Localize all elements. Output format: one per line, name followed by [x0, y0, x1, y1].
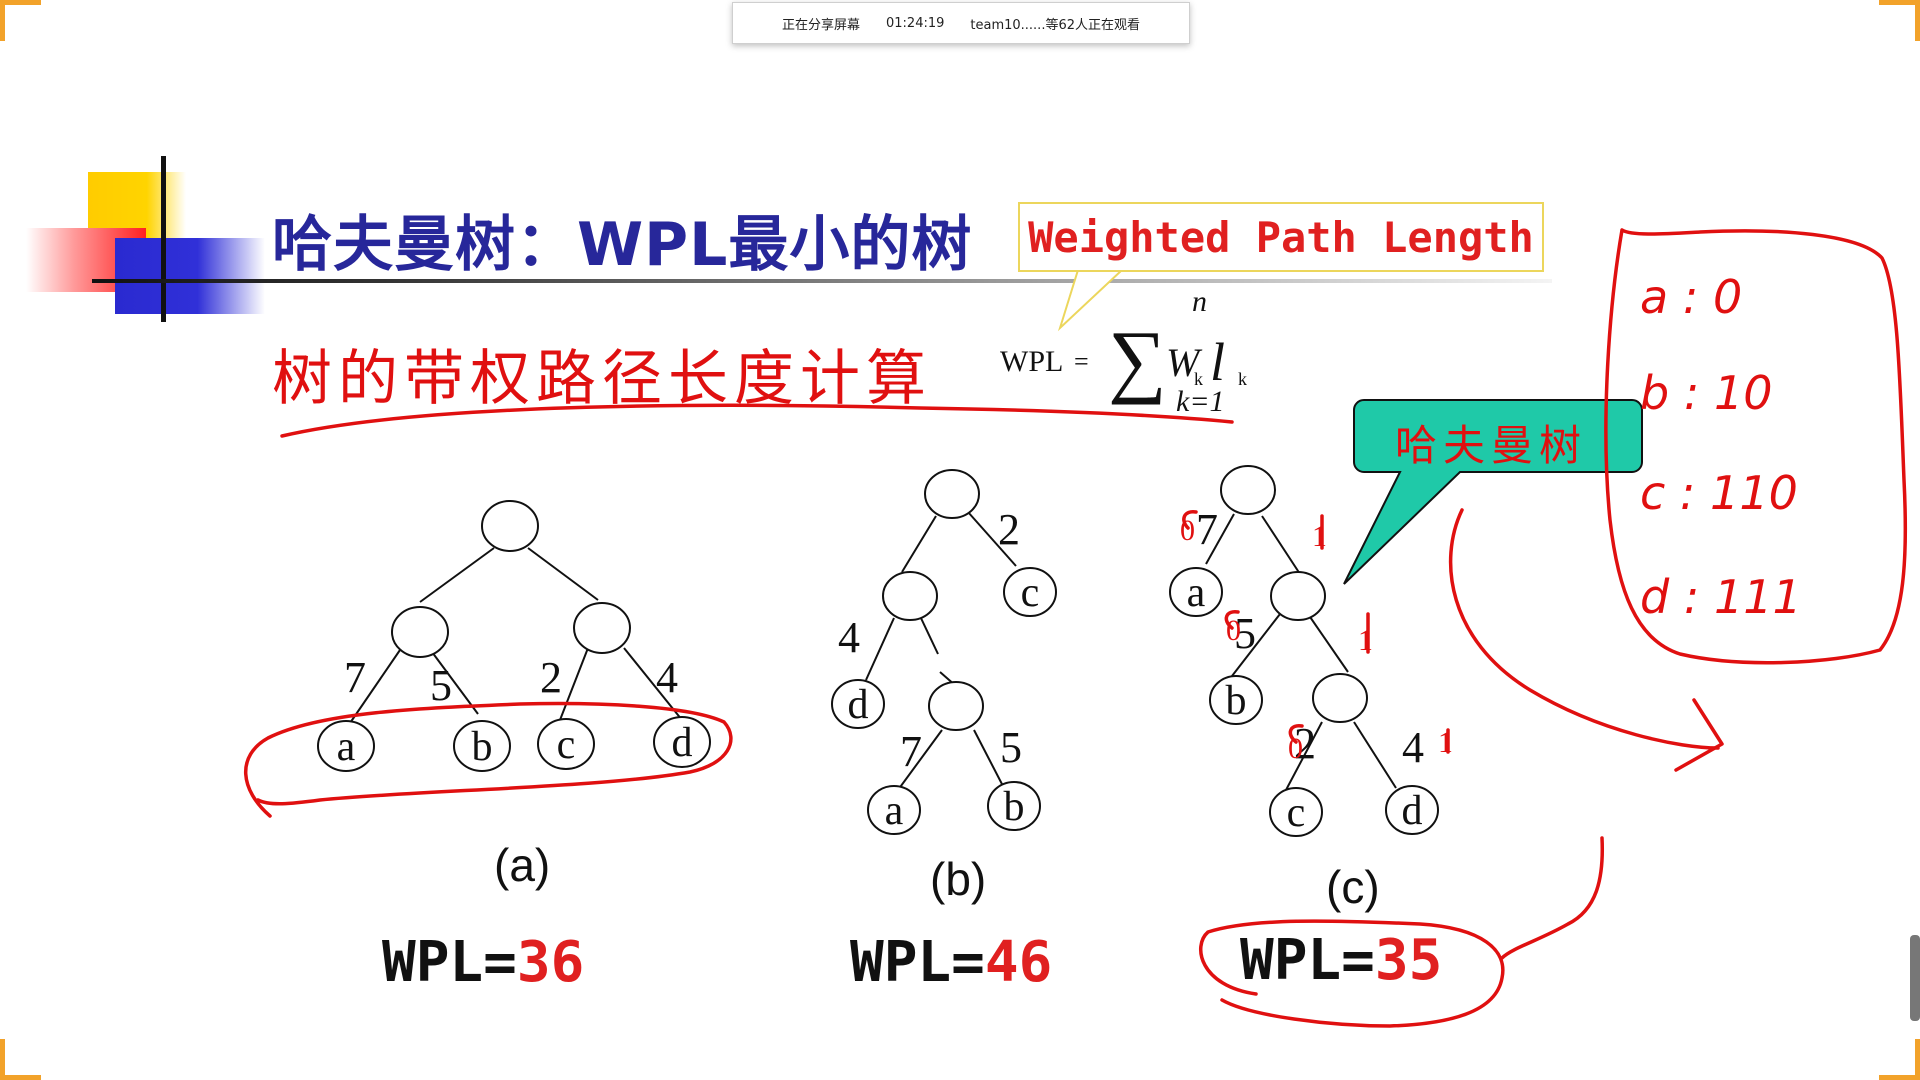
- tree-b-caption: (b): [930, 853, 987, 905]
- share-viewers[interactable]: team10......等62人正在观看: [970, 17, 1140, 33]
- deco-blue-block: [115, 238, 265, 314]
- formula-l-subscript: k: [1238, 369, 1247, 389]
- tree-a-wpl-value: 36: [516, 930, 585, 995]
- tree-b-leaf-1: c: [1021, 570, 1040, 616]
- frame-corner-bottom-right: [1879, 1039, 1920, 1080]
- edge-bit-6: 1: [1438, 726, 1453, 759]
- code-row-c: c : 110: [1640, 466, 1798, 520]
- wpl-formula: WPL = ∑ n k=1 W k l k: [1000, 285, 1260, 425]
- tree-a-leaf-2: b: [472, 724, 493, 770]
- tree-c-weight-1: 7: [1196, 505, 1218, 554]
- tree-c-weight-2: 5: [1234, 609, 1256, 658]
- tree-c-leaf-4: d: [1402, 788, 1423, 834]
- tree-c-caption: (c): [1326, 861, 1380, 913]
- tree-c-wpl: WPL=35: [1240, 928, 1442, 993]
- edge-bit-5: 0: [1288, 732, 1303, 765]
- formula-w: W: [1166, 340, 1200, 385]
- tree-b-leaf-3: a: [885, 788, 904, 834]
- code-symbol: c: [1640, 466, 1666, 520]
- tree-a-leaf-4: d: [672, 720, 693, 766]
- formula-lower: k=1: [1176, 385, 1225, 418]
- tree-c-wpl-label: WPL=: [1240, 928, 1375, 993]
- tree-a-weight-3: 2: [540, 653, 562, 702]
- slide-title: 哈夫曼树：WPL最小的树: [272, 210, 973, 280]
- code-separator: :: [1683, 570, 1700, 624]
- slide-subtitle: 树的带权路径长度计算: [272, 344, 932, 414]
- tree-b-weight-4: 5: [1000, 723, 1022, 772]
- frame-corner-bottom-left: [0, 1039, 41, 1080]
- tree-b-leaf-2: d: [848, 682, 869, 728]
- code-value: 0: [1712, 270, 1743, 324]
- tree-a-leaf-1: a: [337, 724, 356, 770]
- share-elapsed-time: 01:24:19: [886, 15, 945, 31]
- code-row-a: a : 0: [1640, 270, 1742, 324]
- code-value: 110: [1710, 466, 1798, 520]
- tree-b-weight-3: 7: [900, 727, 922, 776]
- scrollbar-handle[interactable]: [1910, 935, 1920, 1021]
- code-row-d: d : 111: [1640, 570, 1802, 624]
- edge-bit-3: 0: [1226, 614, 1241, 647]
- deco-vertical-line: [161, 156, 166, 322]
- formula-lhs: WPL: [1000, 345, 1064, 378]
- code-symbol: a: [1640, 270, 1669, 324]
- tree-b-weight-2: 4: [838, 613, 860, 662]
- code-separator: :: [1682, 270, 1699, 324]
- tree-a-leaf-3: c: [557, 722, 576, 768]
- formula-equals: =: [1074, 347, 1089, 376]
- tree-b-leaf-4: b: [1004, 784, 1025, 830]
- edge-bit-2: 1: [1312, 520, 1327, 553]
- share-status: 正在分享屏幕: [781, 17, 860, 33]
- frame-corner-top-left: [0, 0, 41, 41]
- tree-c-leaf-3: c: [1287, 790, 1306, 836]
- tree-a-wpl: WPL=36: [382, 930, 584, 995]
- tree-a-caption: (a): [494, 839, 551, 891]
- screen-share-bar[interactable]: 正在分享屏幕 01:24:19 team10......等62人正在观看: [732, 2, 1190, 44]
- code-value: 10: [1713, 366, 1773, 420]
- tree-a-wpl-label: WPL=: [382, 930, 517, 995]
- tree-c-weight-4: 4: [1402, 723, 1424, 772]
- code-symbol: d: [1640, 570, 1670, 624]
- tree-b-wpl-label: WPL=: [850, 930, 985, 995]
- tree-c-leaf-2: b: [1226, 678, 1247, 724]
- tree-b-weight-1: 2: [998, 505, 1020, 554]
- formula-l: l: [1210, 332, 1226, 392]
- code-separator: :: [1679, 466, 1696, 520]
- tree-a-weight-2: 5: [430, 661, 452, 710]
- code-row-b: b : 10: [1640, 366, 1773, 420]
- huffman-callout-shape: [1343, 399, 1643, 585]
- tree-c-weight-3: 2: [1294, 719, 1316, 768]
- frame-corner-top-right: [1879, 0, 1920, 41]
- edge-bit-1: 0: [1180, 514, 1195, 547]
- code-value: 111: [1713, 570, 1802, 624]
- formula-upper: n: [1192, 285, 1207, 318]
- code-separator: :: [1683, 366, 1700, 420]
- tree-a-weight-1: 7: [344, 653, 366, 702]
- huffman-tree-label: 哈夫曼树: [1394, 420, 1587, 470]
- tree-c-wpl-value: 35: [1374, 928, 1443, 993]
- edge-bit-4: 1: [1358, 624, 1373, 657]
- deco-horizontal-line: [92, 279, 1552, 283]
- wpl-callout: Weighted Path Length: [1018, 202, 1544, 272]
- formula-sigma: ∑: [1108, 314, 1167, 405]
- tree-b-wpl: WPL=46: [850, 930, 1052, 995]
- code-symbol: b: [1640, 366, 1670, 420]
- tree-b-wpl-value: 46: [984, 930, 1053, 995]
- huffman-code-table: a : 0 b : 10 c : 110 d : 111: [1640, 270, 1860, 650]
- tree-c-leaf-1: a: [1187, 570, 1206, 616]
- formula-w-subscript: k: [1194, 369, 1203, 389]
- tree-a-weight-4: 4: [656, 653, 678, 702]
